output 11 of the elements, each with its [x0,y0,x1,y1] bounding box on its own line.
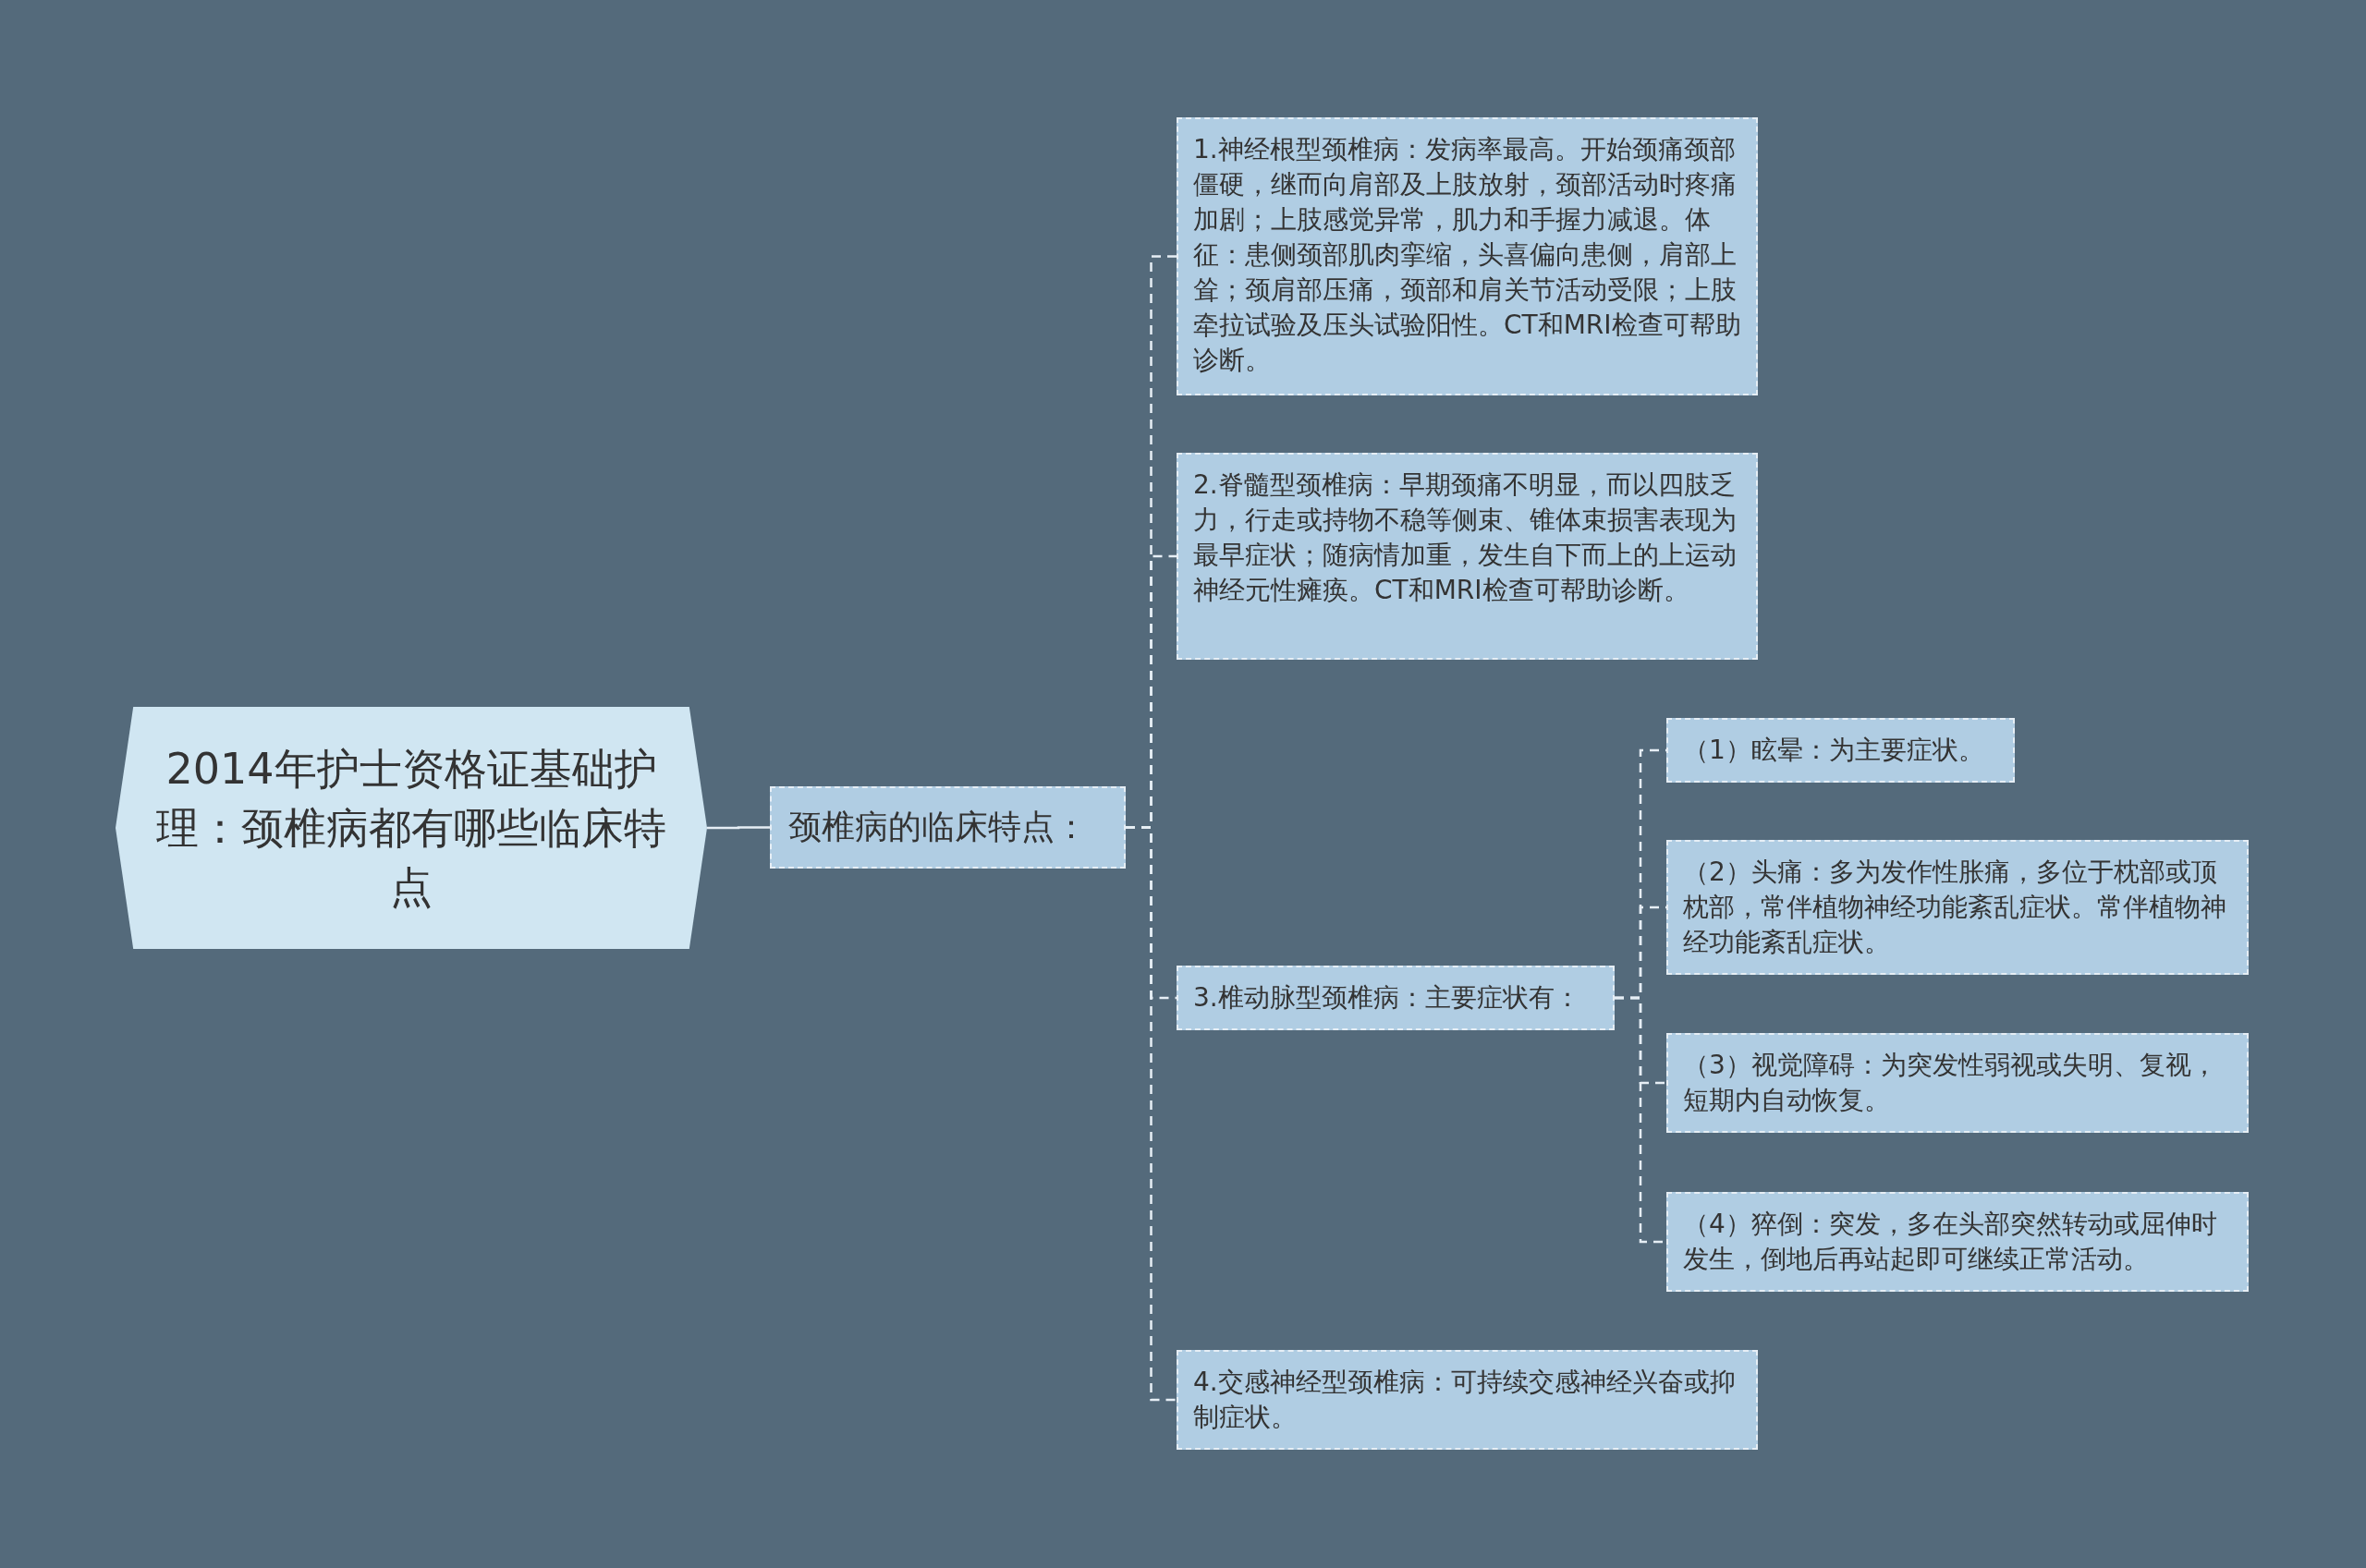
subtopic-box: （2）头痛：多为发作性胀痛，多位于枕部或顶枕部，常伴植物神经功能紊乱症状。常伴植物神经功能紊乱症状。 [1666,840,2249,975]
subtopic-box: （3）视觉障碍：为突发性弱视或失明、复视，短期内自动恢复。 [1666,1033,2249,1133]
subtopic-box: （1）眩晕：为主要症状。 [1666,718,2015,783]
branch-topic: 颈椎病的临床特点： [770,786,1126,869]
connector-line [707,826,770,830]
subtopic-box: 2.脊髓型颈椎病：早期颈痛不明显，而以四肢乏力，行走或持物不稳等侧束、锥体束损害表现为最早症状；随病情加重，发生自下而上的上运动神经元性瘫痪。CT和MRI检查可帮助诊断。 [1177,453,1758,660]
central-topic: 2014年护士资格证基础护理：颈椎病都有哪些临床特点 [116,707,707,949]
subtopic-box: 3.椎动脉型颈椎病：主要症状有： [1177,966,1615,1030]
subtopic-box: 4.交感神经型颈椎病：可持续交感神经兴奋或抑制症状。 [1177,1350,1758,1450]
subtopic-box: 1.神经根型颈椎病：发病率最高。开始颈痛颈部僵硬，继而向肩部及上肢放射，颈部活动时疼痛加剧；上肢感觉异常，肌力和手握力减退。体征：患侧颈部肌肉挛缩，头喜偏向患侧，肩部上耸；颈肩部压痛，颈部和肩关节活动受限；上肢牵拉试验及压头试验阳性。CT和MRI检查可帮助诊断。 [1177,117,1758,395]
subtopic-box: （4）猝倒：突发，多在头部突然转动或屈伸时发生，倒地后再站起即可继续正常活动。 [1666,1192,2249,1292]
